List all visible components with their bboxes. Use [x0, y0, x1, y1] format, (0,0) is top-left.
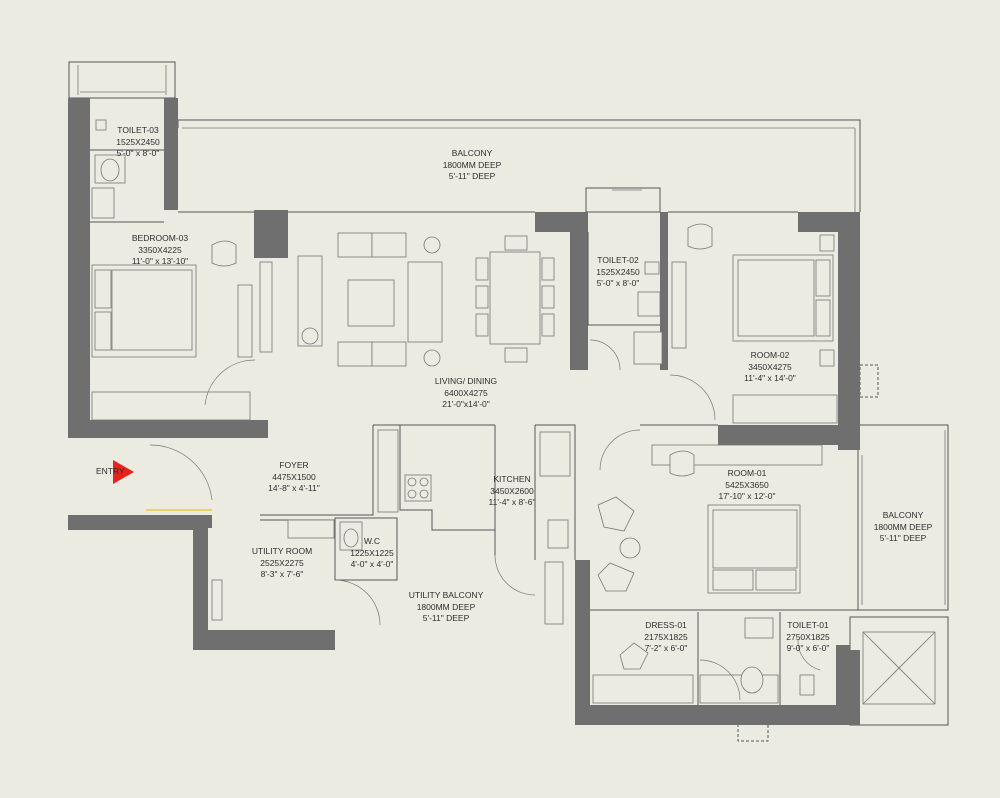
furniture	[91, 119, 838, 704]
door-swings	[149, 339, 821, 701]
walls	[68, 98, 860, 725]
entry-arrow-icon	[113, 460, 134, 484]
interior-lines	[90, 149, 859, 705]
entry-label: ENTRY	[96, 466, 125, 476]
